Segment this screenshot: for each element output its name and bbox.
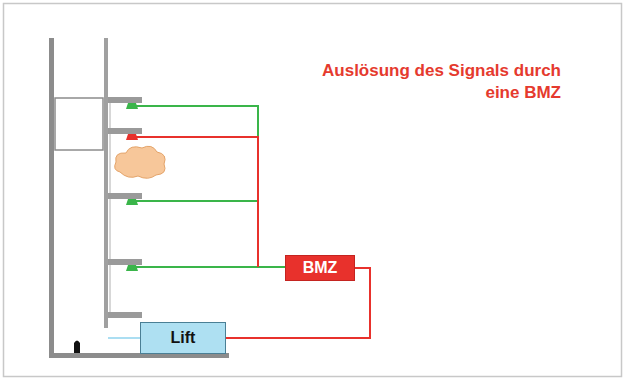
shaft-wall bbox=[49, 38, 54, 358]
smoke-cloud bbox=[115, 146, 165, 178]
frame bbox=[4, 4, 622, 377]
floor-ledges bbox=[108, 97, 142, 318]
shaft-wall bbox=[104, 38, 108, 328]
box-label: Lift bbox=[171, 329, 196, 347]
lift-box: Lift bbox=[140, 322, 226, 354]
door-lines bbox=[110, 103, 111, 312]
detector-wiring bbox=[135, 106, 285, 267]
elevator-car bbox=[55, 98, 103, 150]
bmz-box: BMZ bbox=[285, 255, 355, 281]
lift-cable bbox=[108, 337, 140, 339]
buffer bbox=[74, 341, 80, 354]
title: Auslösung des Signals durch eine BMZ bbox=[311, 60, 561, 104]
smoke-detectors bbox=[126, 103, 138, 271]
box-label: BMZ bbox=[303, 259, 338, 277]
